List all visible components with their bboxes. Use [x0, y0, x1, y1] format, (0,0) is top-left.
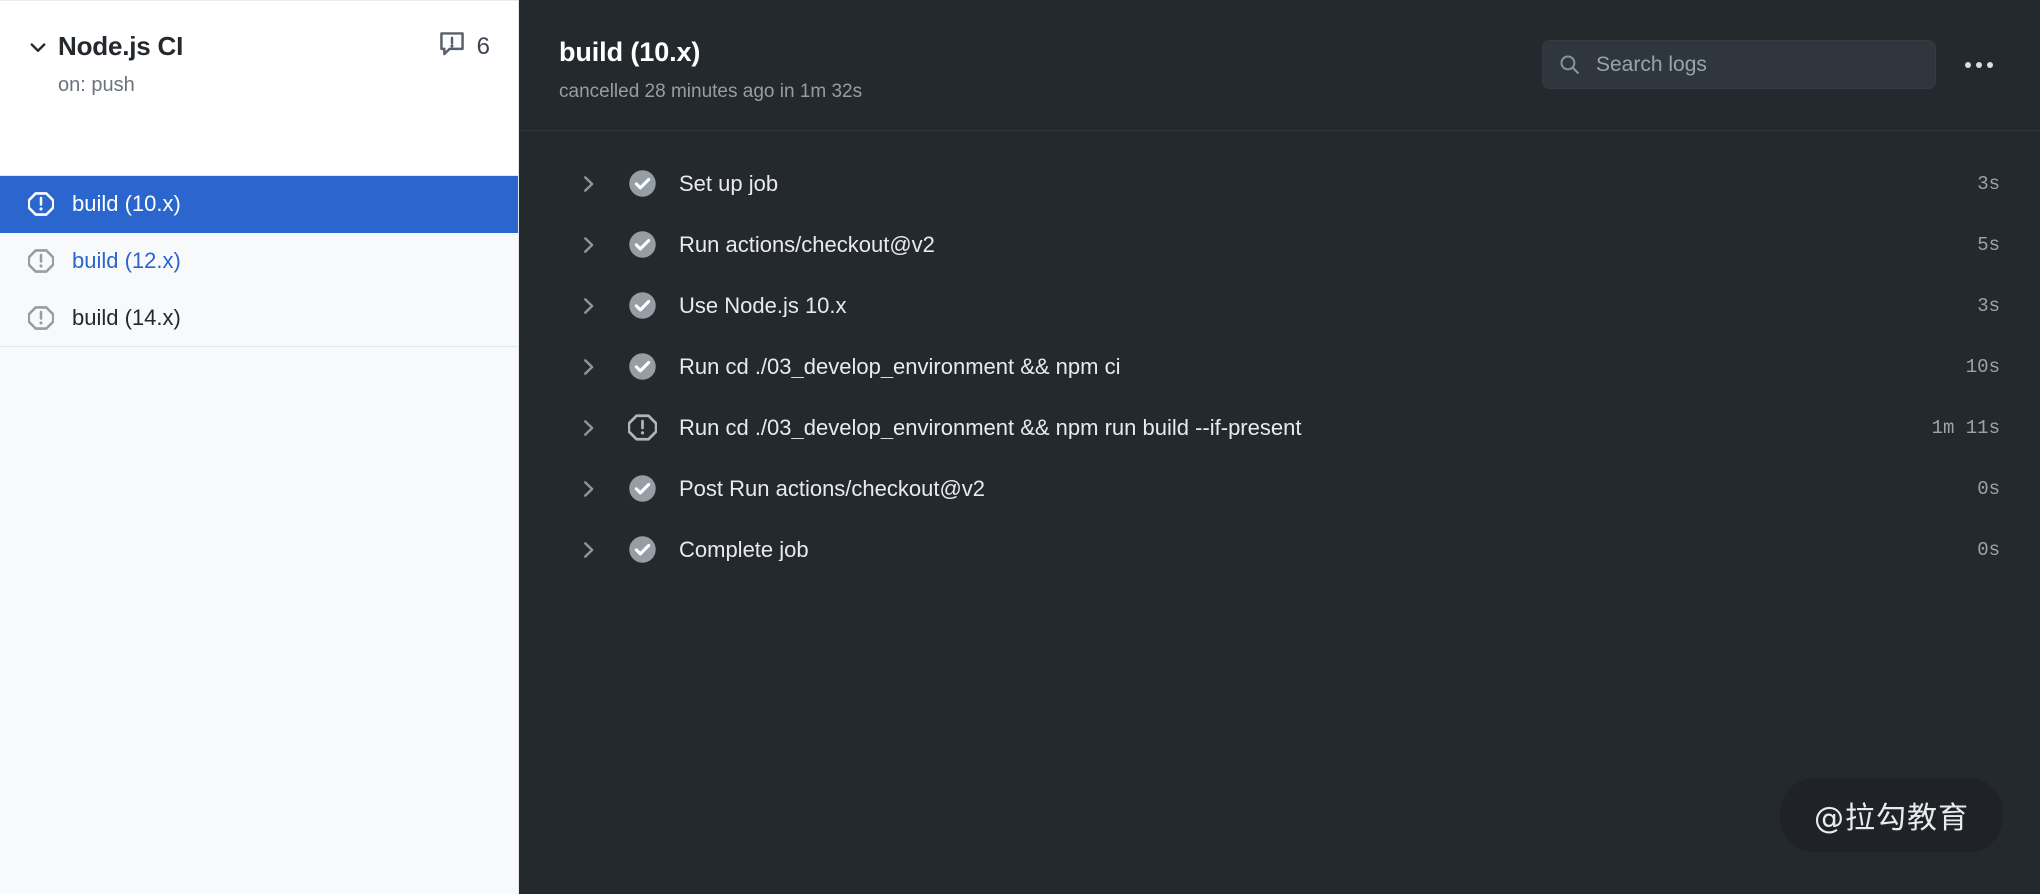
- step-row[interactable]: Complete job 0s: [519, 519, 2040, 580]
- octagon-alert-icon: [28, 191, 54, 217]
- check-circle-icon: [627, 352, 657, 382]
- chevron-right-icon[interactable]: [577, 356, 627, 378]
- step-duration: 3s: [1977, 172, 2000, 195]
- step-label: Run cd ./03_develop_environment && npm r…: [679, 416, 1302, 439]
- kebab-dot-3: [1987, 61, 1993, 68]
- logs-header-actions: [1542, 40, 2000, 89]
- sidebar-item-build-14x[interactable]: build (14.x): [0, 290, 518, 347]
- job-list: build (10.x) build (12.x): [0, 176, 518, 347]
- logs-header-text: build (10.x) cancelled 28 minutes ago in…: [559, 36, 1542, 105]
- workflow-header-row: Node.js CI 6: [28, 31, 490, 62]
- logs-header: build (10.x) cancelled 28 minutes ago in…: [519, 0, 2040, 131]
- step-duration: 5s: [1977, 233, 2000, 256]
- search-icon: [1559, 54, 1580, 75]
- job-title: build (10.x): [559, 37, 701, 67]
- step-duration: 3s: [1977, 294, 2000, 317]
- check-circle-icon: [627, 291, 657, 321]
- chevron-right-icon[interactable]: [577, 295, 627, 317]
- check-circle-icon: [627, 230, 657, 260]
- step-duration: 0s: [1977, 477, 2000, 500]
- sidebar-item-build-12x[interactable]: build (12.x): [0, 233, 518, 290]
- step-duration: 0s: [1977, 538, 2000, 561]
- logs-panel: build (10.x) cancelled 28 minutes ago in…: [519, 0, 2040, 894]
- jobs-sidebar: Node.js CI 6 on: push: [0, 0, 519, 894]
- step-duration: 10s: [1965, 355, 2000, 378]
- octagon-alert-icon: [627, 413, 657, 443]
- kebab-dot-2: [1976, 61, 1982, 68]
- sidebar-item-label: build (10.x): [72, 191, 181, 216]
- sidebar-item-label: build (14.x): [72, 305, 181, 330]
- step-row[interactable]: Post Run actions/checkout@v2 0s: [519, 458, 2040, 519]
- step-label: Set up job: [679, 172, 779, 195]
- page-title: Node.js CI: [58, 31, 184, 61]
- octagon-alert-icon: [28, 248, 54, 274]
- chevron-right-icon[interactable]: [577, 417, 627, 439]
- search-input[interactable]: [1596, 52, 1919, 77]
- chevron-right-icon[interactable]: [577, 173, 627, 195]
- check-circle-icon: [627, 169, 657, 199]
- step-label: Complete job: [679, 538, 809, 561]
- job-status-summary: cancelled 28 minutes ago in 1m 32s: [559, 81, 863, 103]
- annotations-count: 6: [476, 32, 490, 60]
- annotations-indicator[interactable]: 6: [439, 31, 490, 62]
- step-row[interactable]: Set up job 3s: [519, 153, 2040, 214]
- chevron-right-icon[interactable]: [577, 234, 627, 256]
- kebab-menu-icon[interactable]: [1958, 44, 2000, 86]
- step-label: Post Run actions/checkout@v2: [679, 477, 986, 500]
- step-row[interactable]: Use Node.js 10.x 3s: [519, 275, 2040, 336]
- check-circle-icon: [627, 535, 657, 565]
- sidebar-item-label: build (12.x): [72, 248, 181, 273]
- step-label: Run actions/checkout@v2: [679, 233, 935, 256]
- workflow-header: Node.js CI 6 on: push: [0, 0, 518, 176]
- kebab-dot-1: [1965, 61, 1971, 68]
- chevron-right-icon[interactable]: [577, 478, 627, 500]
- watermark-badge: @拉勾教育: [1780, 778, 2003, 852]
- check-circle-icon: [627, 474, 657, 504]
- chevron-right-icon[interactable]: [577, 539, 627, 561]
- sidebar-item-build-10x[interactable]: build (10.x): [0, 176, 518, 233]
- step-label: Run cd ./03_develop_environment && npm c…: [679, 355, 1121, 378]
- step-row[interactable]: Run actions/checkout@v2 5s: [519, 214, 2040, 275]
- step-duration: 1m 11s: [1931, 416, 2000, 439]
- octagon-alert-icon: [28, 305, 54, 331]
- search-logs-box[interactable]: [1542, 40, 1936, 89]
- step-row[interactable]: Run cd ./03_develop_environment && npm r…: [519, 397, 2040, 458]
- step-row[interactable]: Run cd ./03_develop_environment && npm c…: [519, 336, 2040, 397]
- annotation-alert-icon: [439, 31, 465, 62]
- workflow-trigger: on: push: [58, 74, 135, 97]
- chevron-down-icon[interactable]: [28, 37, 58, 57]
- steps-list: Set up job 3s Run actions/checkout@v2: [519, 131, 2040, 894]
- step-label: Use Node.js 10.x: [679, 294, 847, 317]
